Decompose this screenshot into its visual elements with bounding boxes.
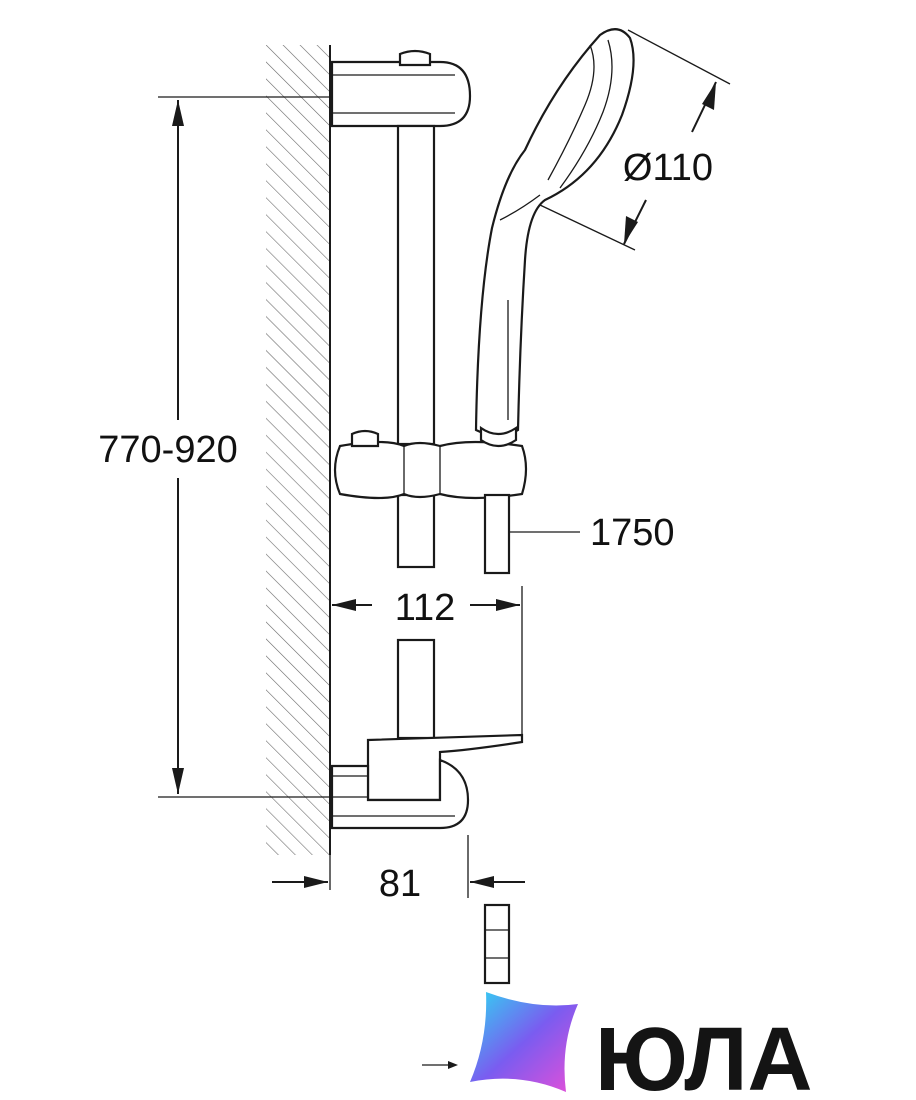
top-bracket-screw (398, 49, 432, 67)
head-diameter-label: Ø110 (623, 147, 713, 189)
hose-upper-segment (483, 493, 511, 575)
water-inlet-arrow (422, 1061, 458, 1069)
slider-projection-label: 112 (395, 587, 456, 629)
slider-holder (333, 429, 528, 500)
rail-middle-segment (396, 493, 436, 569)
bracket-projection-dimension: 81 (272, 835, 525, 905)
shower-handle-connector (479, 425, 518, 448)
youla-logo: ЮЛА (470, 992, 813, 1100)
rail-height-label: 770-920 (98, 429, 237, 471)
bottom-wall-bracket (330, 733, 524, 830)
wall-hatching (266, 45, 330, 855)
logo-text: ЮЛА (595, 1010, 813, 1100)
slide-rail (396, 124, 436, 740)
shower-hose (483, 493, 511, 985)
height-dimension: 770-920 (98, 96, 368, 798)
youla-star-icon (470, 992, 578, 1092)
slider-knob (350, 429, 380, 448)
top-wall-bracket (330, 49, 472, 128)
wall (266, 45, 331, 855)
rail-upper-segment (396, 124, 436, 446)
hose-length-label: 1750 (590, 512, 675, 554)
rail-lower-segment (396, 638, 436, 740)
diameter-dimension: Ø110 (539, 29, 731, 251)
slider-projection-dimension: 112 (332, 586, 523, 740)
hose-lower-segment (483, 903, 511, 985)
hose-length-dimension: 1750 (509, 512, 675, 554)
bracket-projection-label: 81 (379, 863, 421, 905)
hand-shower (474, 28, 635, 448)
